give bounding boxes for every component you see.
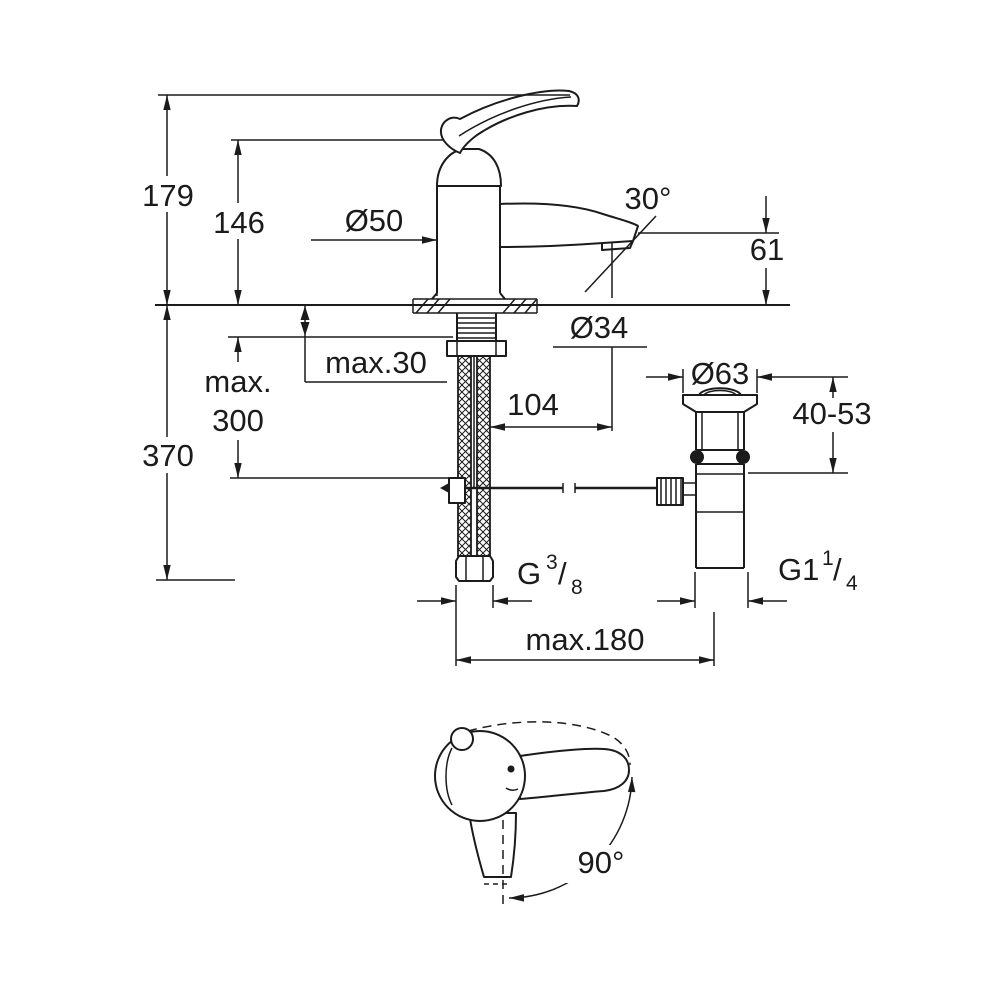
waste-thread-prefix: G1 <box>778 552 819 587</box>
supply-thread-numerator: 3 <box>546 551 558 574</box>
dim-label-overall-height: 179 <box>142 178 194 213</box>
label-bg-179 <box>139 176 197 212</box>
mounting-nut <box>446 340 507 357</box>
dim-label-swivel-angle: 90° <box>578 845 625 880</box>
dim-label-max-deck-thickness: max.30 <box>325 345 427 380</box>
dim-label-body-diameter: Ø50 <box>345 203 404 238</box>
seal-ring-right <box>736 450 750 464</box>
dim-label-waste-adjust-range: 40-53 <box>792 396 871 431</box>
label-bg-max300 <box>196 362 280 440</box>
dim-label-spout-outlet-height: 61 <box>750 232 784 267</box>
seal-ring-left <box>690 450 704 464</box>
dim-label-waste-flange-diameter: Ø63 <box>691 356 750 391</box>
waste-thread-denominator: 4 <box>846 572 858 595</box>
aerator <box>601 240 634 251</box>
spout <box>499 202 639 248</box>
handle-pin-top <box>450 727 474 751</box>
dim-label-hose-length-value: 300 <box>212 403 264 438</box>
mounting-hardware <box>440 313 657 582</box>
dimension-lines: 179 146 Ø50 30° 61 Ø34 max.30 Ø63 max. 3… <box>139 94 880 902</box>
base-flare-right <box>499 292 506 300</box>
dim-label-installation-height: 370 <box>142 438 194 473</box>
dim-label-hose-length-word: max. <box>204 364 271 399</box>
shank-thread-lines <box>457 317 496 339</box>
waste-thread-label: G1 1 / 4 <box>778 547 858 595</box>
waste-thread-slash: / <box>833 552 842 587</box>
handle-body-top <box>434 730 526 822</box>
hose-end-connector <box>455 555 494 582</box>
label-bg-4053 <box>786 398 880 432</box>
angle-ref-sloped <box>584 215 657 293</box>
supply-thread-denominator: 8 <box>571 576 583 599</box>
lever-alt-position-dashed <box>467 721 631 766</box>
dim-label-spout-reach: 104 <box>507 387 559 422</box>
lever-arm-top <box>519 747 630 800</box>
handle-inner-contour <box>445 747 453 806</box>
waste-cap-dome <box>698 387 742 396</box>
supply-hose-left <box>457 355 472 557</box>
dim-label-max-center-distance: max.180 <box>526 622 645 657</box>
waste-thread-numerator: 1 <box>822 547 834 570</box>
handle-detail-dot <box>507 765 515 773</box>
lever-handle <box>439 89 580 154</box>
label-bg-146 <box>210 203 268 239</box>
faucet-side-view <box>431 89 639 300</box>
waste-flange <box>682 394 758 413</box>
mounting-surface <box>155 298 790 314</box>
knob-knurl-lines <box>660 479 682 504</box>
base-flare-left <box>431 292 438 300</box>
dim-label-spout-angle: 30° <box>625 181 672 216</box>
popup-waste-assembly <box>656 387 758 569</box>
rod-joint-block <box>448 477 466 504</box>
supply-thread-slash: / <box>558 556 567 591</box>
waste-cap-dome-inner <box>703 389 737 396</box>
lever-crease-line <box>458 96 572 137</box>
arrow-max30-up <box>300 306 310 320</box>
label-bg-370 <box>139 437 197 473</box>
supply-thread-label: G 3 / 8 <box>517 551 583 599</box>
supply-hose-right <box>476 355 491 557</box>
supply-thread-prefix: G <box>517 556 541 591</box>
rod-joint-tip <box>440 483 449 493</box>
cartridge-dome <box>436 148 502 187</box>
dim-label-hole-diameter: Ø34 <box>570 310 629 345</box>
deck-hatch-lines <box>415 298 537 314</box>
label-bg-90 <box>560 845 642 883</box>
dim-label-lever-height: 146 <box>213 205 265 240</box>
arrow-max30-down <box>300 322 310 336</box>
spout-direction-top <box>468 812 517 878</box>
